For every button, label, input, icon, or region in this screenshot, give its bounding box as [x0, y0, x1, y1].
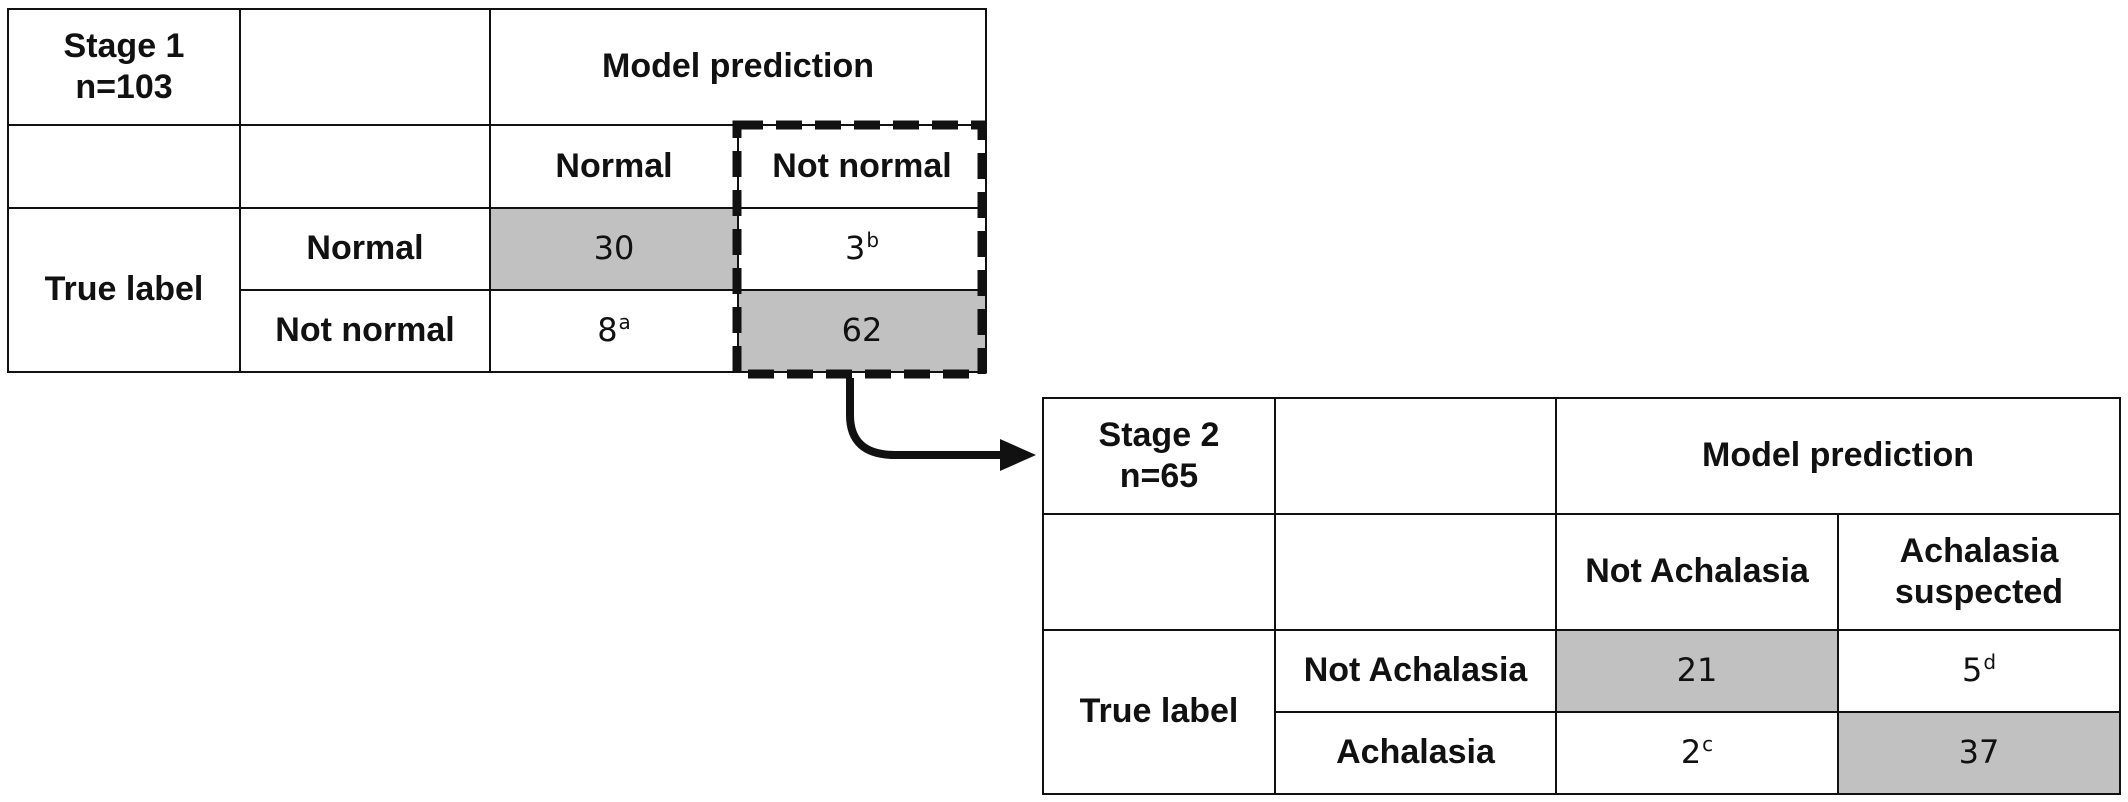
stage1-empty-cell	[7, 124, 241, 209]
stage1-not-normal-highlight-box	[732, 120, 987, 379]
stage1-confusion-matrix: Stage 1 n=103 Model prediction Normal No…	[7, 8, 987, 373]
stage2-cell-ach-ach: 37	[1837, 711, 2121, 795]
arrow-head-icon	[1000, 439, 1036, 471]
footnote-marker: d	[1983, 650, 1997, 675]
stage1-true-label-header: True label	[7, 207, 241, 373]
stage2-true-label-header: True label	[1042, 629, 1276, 795]
stage2-empty-cell	[1042, 513, 1276, 631]
stage1-sample-size: n=103	[75, 68, 173, 106]
stage2-pred-achalasia-suspected: Achalasia suspected	[1837, 513, 2121, 631]
stage2-model-prediction-header: Model prediction	[1555, 397, 2121, 515]
stage2-title: Stage 2	[1098, 415, 1220, 454]
stage1-header-cell: Stage 1 n=103	[7, 8, 241, 126]
footnote-marker: a	[618, 310, 631, 335]
stage2-confusion-matrix: Stage 2 n=65 Model prediction Not Achala…	[1042, 397, 2121, 795]
stage2-true-not-achalasia: Not Achalasia	[1274, 629, 1557, 713]
stage2-pred-not-achalasia: Not Achalasia	[1555, 513, 1839, 631]
stage1-pred-normal: Normal	[489, 124, 739, 209]
stage1-pred-not-normal: Not normal	[737, 124, 987, 209]
footnote-marker: c	[1702, 732, 1714, 757]
footnote-marker: b	[866, 228, 880, 253]
stage1-cell-value: 8	[597, 311, 618, 350]
stage2-header-cell: Stage 2 n=65	[1042, 397, 1276, 515]
stage1-cell-normal-notnormal: 3b	[737, 207, 987, 291]
stage1-cell-normal-normal: 30	[489, 207, 739, 291]
stage2-cell-notach-notach: 21	[1555, 629, 1839, 713]
stage2-empty-cell	[1274, 397, 1557, 515]
stage2-sample-size: n=65	[1119, 457, 1199, 495]
stage-flow-arrow-line	[846, 378, 1000, 459]
stage1-title: Stage 1	[63, 26, 185, 65]
stage1-cell-notnormal-notnormal: 62	[737, 289, 987, 373]
stage1-cell-value: 3	[844, 229, 866, 268]
stage2-true-achalasia: Achalasia	[1274, 711, 1557, 795]
stage2-cell-value: 5	[1961, 651, 1983, 690]
stage1-empty-cell	[239, 8, 491, 126]
stage1-true-normal: Normal	[239, 207, 491, 291]
stage2-cell-notach-ach: 5d	[1837, 629, 2121, 713]
stage2-empty-cell	[1274, 513, 1557, 631]
stage2-cell-ach-notach: 2c	[1555, 711, 1839, 795]
stage1-cell-notnormal-normal: 8a	[489, 289, 739, 373]
stage1-model-prediction-header: Model prediction	[489, 8, 987, 126]
stage1-true-not-normal: Not normal	[239, 289, 491, 373]
stage1-empty-cell	[239, 124, 491, 209]
stage2-cell-value: 2	[1680, 733, 1702, 772]
